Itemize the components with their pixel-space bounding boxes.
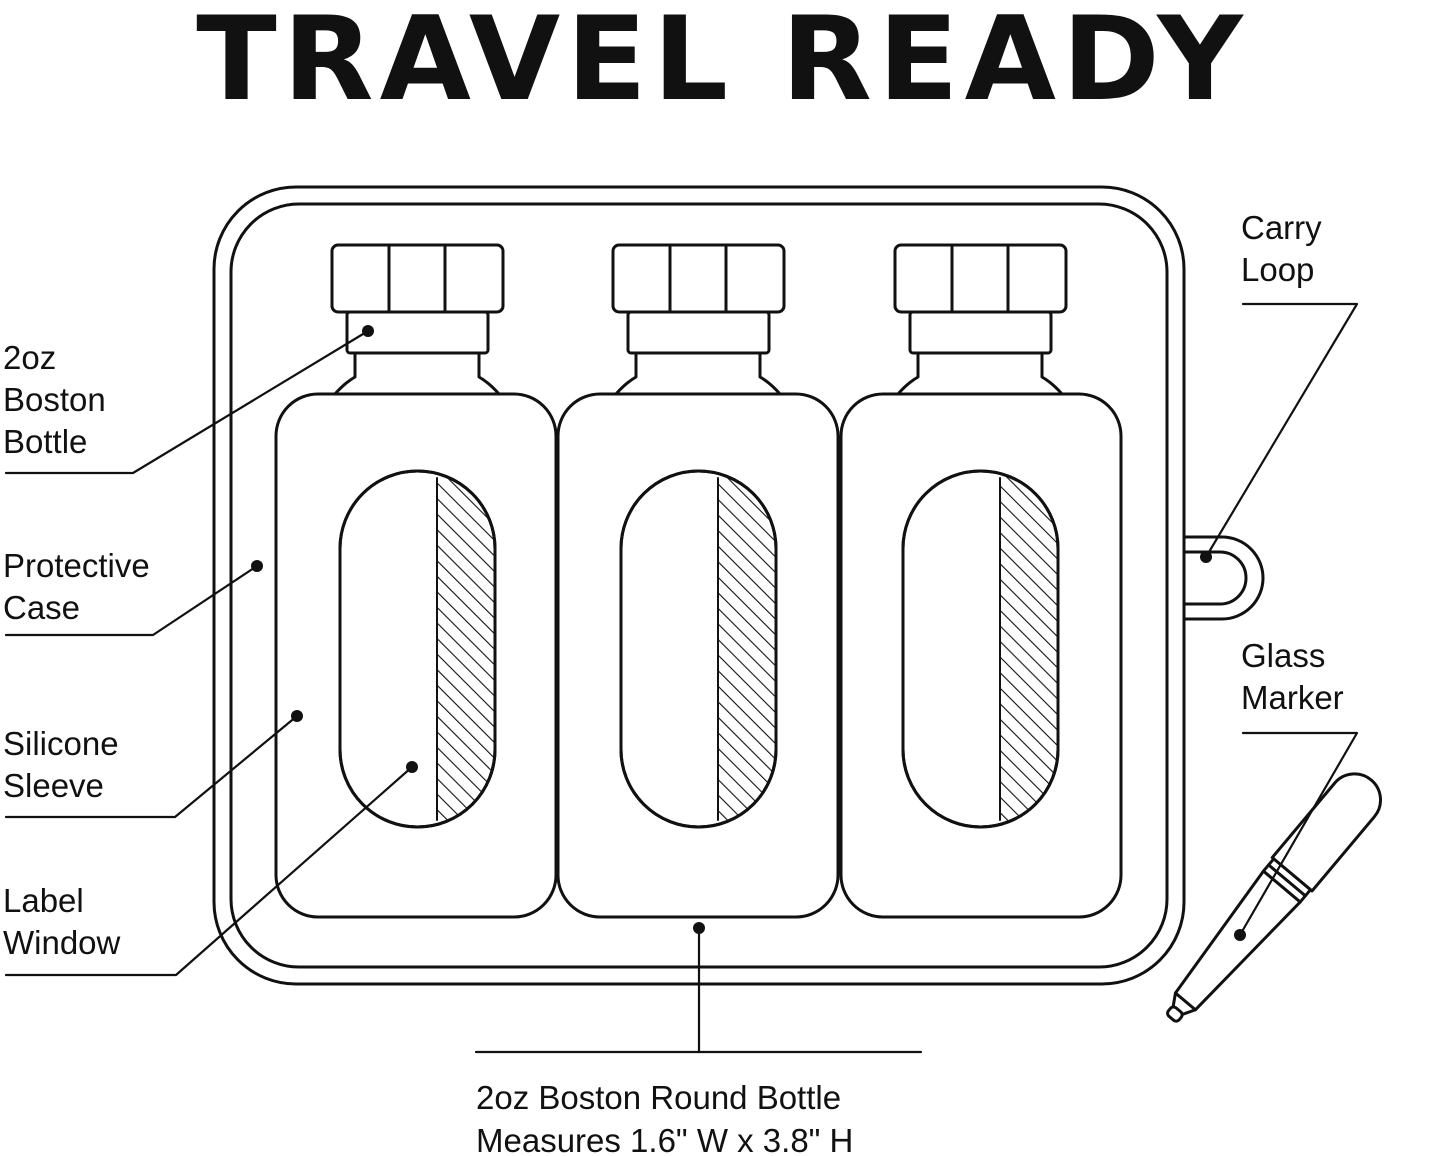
leader-boston-bottle xyxy=(4,329,370,475)
label-protective-case: Protective Case xyxy=(3,545,150,629)
glass-marker xyxy=(1166,772,1382,1023)
label-line: Bottle xyxy=(3,423,88,460)
label-line: Label xyxy=(3,882,84,919)
label-glass-marker: Glass Marker xyxy=(1241,635,1344,719)
label-line: 2oz xyxy=(3,339,57,376)
leader-label-window xyxy=(4,765,414,977)
leader-carry-loop xyxy=(1204,302,1359,559)
caption-line-2: Measures 1.6" W x 3.8" H xyxy=(476,1122,854,1156)
label-line: Window xyxy=(3,924,121,961)
label-line: Marker xyxy=(1241,679,1344,716)
carry-loop xyxy=(1181,535,1265,621)
leader-glass-marker xyxy=(1238,731,1359,937)
bottle xyxy=(274,243,558,919)
bottle xyxy=(839,243,1123,919)
label-silicone-sleeve: Silicone Sleeve xyxy=(3,723,119,807)
bottle-size-caption: 2oz Boston Round Bottle Measures 1.6" W … xyxy=(476,1076,853,1156)
label-line: Sleeve xyxy=(3,767,104,804)
caption-line-1: 2oz Boston Round Bottle xyxy=(476,1079,842,1116)
diagram-title: TRAVEL READY xyxy=(196,0,1249,127)
leader-lines xyxy=(4,302,1359,1054)
bottle xyxy=(556,243,840,919)
label-carry-loop: Carry Loop xyxy=(1241,207,1322,291)
label-line: Silicone xyxy=(3,725,119,762)
label-boston-bottle: 2oz Boston Bottle xyxy=(3,337,106,463)
label-line: Protective xyxy=(3,547,150,584)
leader-protective-case xyxy=(4,564,259,637)
leader-dots xyxy=(251,325,1246,941)
label-line: Carry xyxy=(1241,209,1322,246)
label-label-window: Label Window xyxy=(3,880,120,964)
label-line: Glass xyxy=(1241,637,1326,674)
label-line: Loop xyxy=(1241,251,1315,288)
label-line: Case xyxy=(3,589,81,626)
label-line: Boston xyxy=(3,381,106,418)
leader-silicone-sleeve xyxy=(4,714,299,819)
